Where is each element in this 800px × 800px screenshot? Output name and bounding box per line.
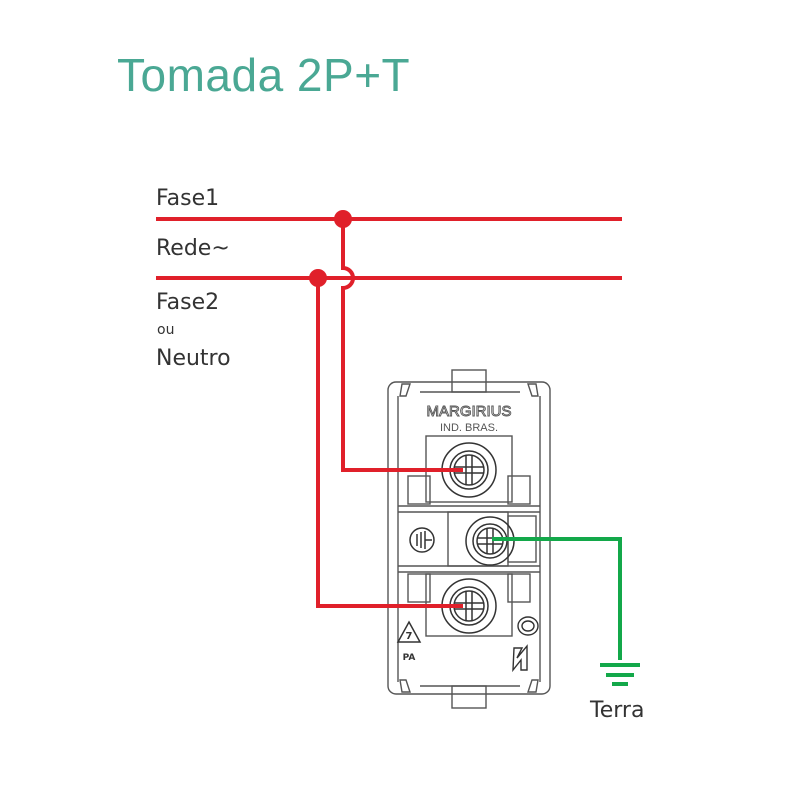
label-rede: Rede~ [156, 236, 230, 261]
diagram-title: Tomada 2P+T [117, 49, 411, 101]
label-fase2: Fase2 [156, 290, 220, 315]
label-neutro: Neutro [156, 346, 231, 371]
recycle-icon: 7 PA [396, 620, 422, 663]
certification-icon [512, 616, 539, 673]
earth-ground-icon [600, 663, 640, 686]
brand-subtitle: IND. BRAS. [440, 422, 498, 434]
brand-text: MARGIRIUS [426, 403, 511, 420]
label-ou: ou [157, 322, 175, 338]
recycle-material: PA [403, 653, 416, 663]
top-clip [451, 369, 487, 393]
wire-terra [492, 537, 622, 660]
junction-dot-fase2 [309, 269, 327, 287]
label-fase1: Fase1 [156, 186, 220, 211]
earth-terminal-icon [409, 527, 435, 553]
wire-fase1-drop [341, 219, 463, 472]
junction-dot-fase1 [334, 210, 352, 228]
bottom-clip [451, 685, 487, 709]
label-terra: Terra [590, 698, 645, 723]
wire-fase2-drop [316, 278, 463, 608]
recycle-number: 7 [406, 631, 413, 642]
